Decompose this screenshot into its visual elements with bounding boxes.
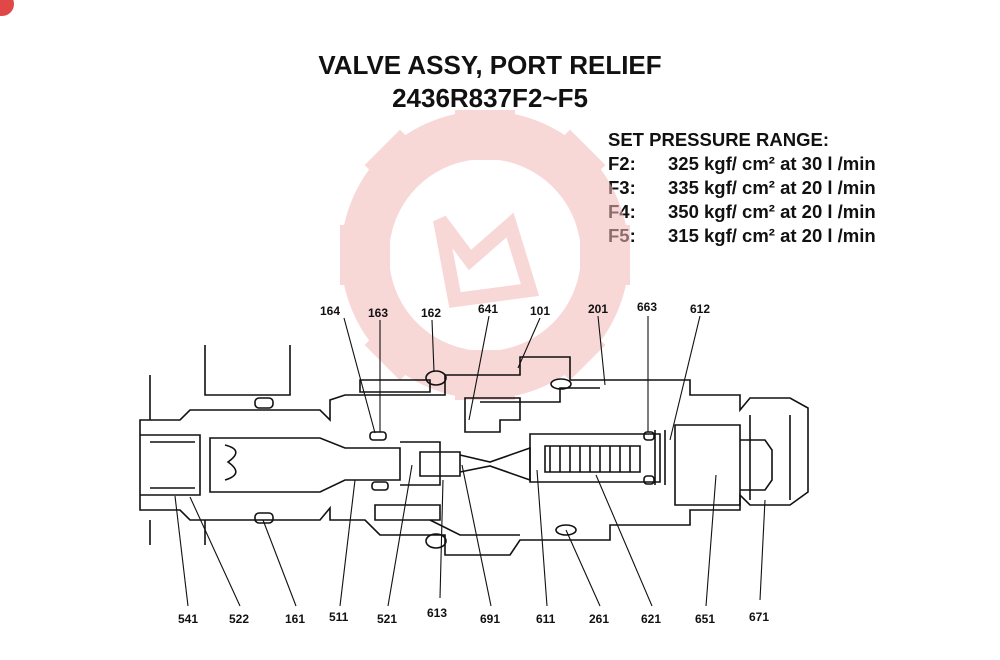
- callout-label: 621: [641, 612, 661, 626]
- callout-label: 163: [368, 306, 388, 320]
- callout-label: 671: [749, 610, 769, 624]
- pressure-row-f3: F3: 335 kgf/ cm² at 20 l /min: [608, 176, 876, 200]
- callout-label: 521: [377, 612, 397, 626]
- callout-label: 164: [320, 304, 340, 318]
- leader-lines: [174, 315, 766, 607]
- pressure-value: 325 kgf/ cm² at 30 l /min: [668, 153, 876, 174]
- callout-label: 522: [229, 612, 249, 626]
- part-number: 2436R837F2~F5: [392, 83, 588, 113]
- callout-label: 261: [589, 612, 609, 626]
- watermark-gear-icon: [340, 110, 630, 400]
- callout-label: 651: [695, 612, 715, 626]
- callout-label: 201: [588, 302, 608, 316]
- callout-label: 613: [427, 606, 447, 620]
- pressure-row-f2: F2: 325 kgf/ cm² at 30 l /min: [608, 152, 876, 176]
- callout-label: 162: [421, 306, 441, 320]
- pressure-range-heading: SET PRESSURE RANGE:: [608, 129, 830, 150]
- callout-label: 663: [637, 300, 657, 314]
- callout-label: 161: [285, 612, 305, 626]
- callout-label: 612: [690, 302, 710, 316]
- page-title: VALVE ASSY, PORT RELIEF: [318, 50, 662, 80]
- corner-logo-icon: [0, 0, 14, 16]
- callout-label: 611: [536, 612, 556, 626]
- pressure-value: 335 kgf/ cm² at 20 l /min: [668, 177, 876, 198]
- callout-label: 511: [329, 610, 349, 624]
- callout-label: 101: [530, 304, 550, 318]
- pressure-code: F2:: [608, 153, 636, 174]
- callout-label: 641: [478, 302, 498, 316]
- callout-label: 541: [178, 612, 198, 626]
- o-rings: [254, 370, 655, 549]
- pressure-code: F3:: [608, 177, 636, 198]
- pressure-range-table: SET PRESSURE RANGE: F2: 325 kgf/ cm² at …: [608, 128, 876, 248]
- valve-body: [139, 345, 809, 556]
- callout-label: 691: [480, 612, 500, 626]
- callout-labels: 164 163 162 641 101 201 663 612 541 522 …: [178, 300, 769, 626]
- pressure-value: 350 kgf/ cm² at 20 l /min: [668, 201, 876, 222]
- pressure-value: 315 kgf/ cm² at 20 l /min: [668, 225, 876, 246]
